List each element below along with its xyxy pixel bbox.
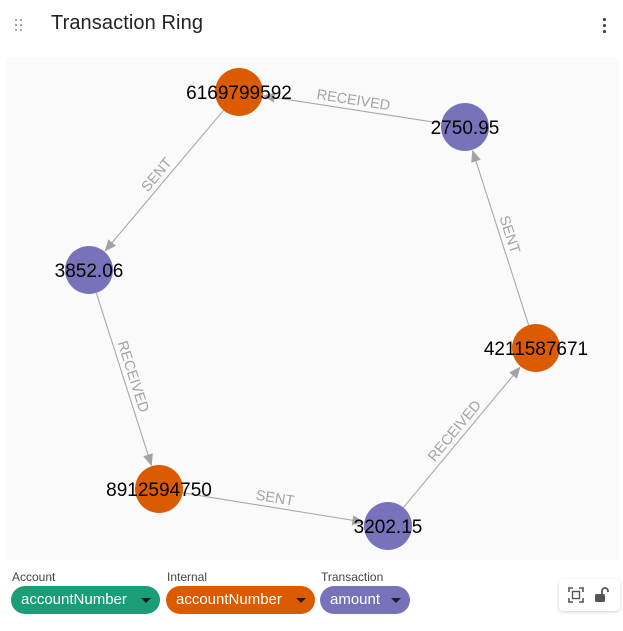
- graph-toolbar: [559, 579, 620, 611]
- account-node[interactable]: [135, 465, 183, 513]
- caret-down-icon: [391, 598, 401, 603]
- legend-chip-account[interactable]: accountNumber: [11, 586, 160, 614]
- legend-chip-label: amount: [330, 591, 381, 608]
- legend-caption: Account: [12, 570, 56, 584]
- legend-chip-internal[interactable]: accountNumber: [166, 586, 315, 614]
- legend-caption: Internal: [167, 570, 208, 584]
- caret-down-icon: [141, 598, 151, 603]
- account-node[interactable]: [215, 68, 263, 116]
- unlock-icon[interactable]: [593, 586, 611, 604]
- edge-label: RECEIVED: [425, 398, 485, 465]
- graph-legend: Account accountNumber Internal accountNu…: [0, 566, 623, 626]
- node-label: 8912594750: [106, 480, 212, 501]
- node-label: 2750.95: [431, 118, 500, 139]
- widget-title: Transaction Ring: [51, 12, 204, 34]
- node-label: 4211587671: [484, 339, 588, 360]
- legend-chip-transaction[interactable]: amount: [320, 586, 410, 614]
- graph-edge[interactable]: [182, 492, 365, 526]
- caret-down-icon: [296, 598, 306, 603]
- more-options-icon[interactable]: [595, 16, 613, 34]
- transaction-node[interactable]: [65, 246, 113, 294]
- node-label: 3202.15: [354, 517, 423, 538]
- legend-caption: Transaction: [321, 570, 384, 584]
- edge-label: RECEIVED: [114, 339, 152, 414]
- legend-group-account: Account accountNumber: [11, 570, 160, 614]
- legend-group-transaction: Transaction amount: [320, 570, 410, 614]
- graph-edge[interactable]: [471, 149, 530, 326]
- nodes-layer: 6169799592 2750.95 3852.06 4211587671 891259…: [55, 68, 588, 550]
- graph-edge[interactable]: [104, 109, 224, 252]
- legend-chip-label: accountNumber: [21, 591, 127, 608]
- transaction-node[interactable]: [364, 502, 412, 550]
- transaction-node[interactable]: [441, 103, 489, 151]
- node-label: 3852.06: [55, 261, 124, 282]
- fit-to-screen-icon[interactable]: [567, 586, 585, 604]
- drag-handle-icon[interactable]: [13, 17, 25, 33]
- account-node[interactable]: [512, 324, 560, 372]
- legend-chip-label: accountNumber: [176, 591, 282, 608]
- graph-edge[interactable]: [262, 92, 442, 124]
- graph-edge[interactable]: [95, 292, 153, 467]
- edge-label: SENT: [255, 488, 296, 510]
- node-label: 6169799592: [186, 83, 292, 104]
- graph-edge[interactable]: [402, 366, 521, 508]
- legend-group-internal: Internal accountNumber: [166, 570, 315, 614]
- widget-header: Transaction Ring: [0, 0, 623, 52]
